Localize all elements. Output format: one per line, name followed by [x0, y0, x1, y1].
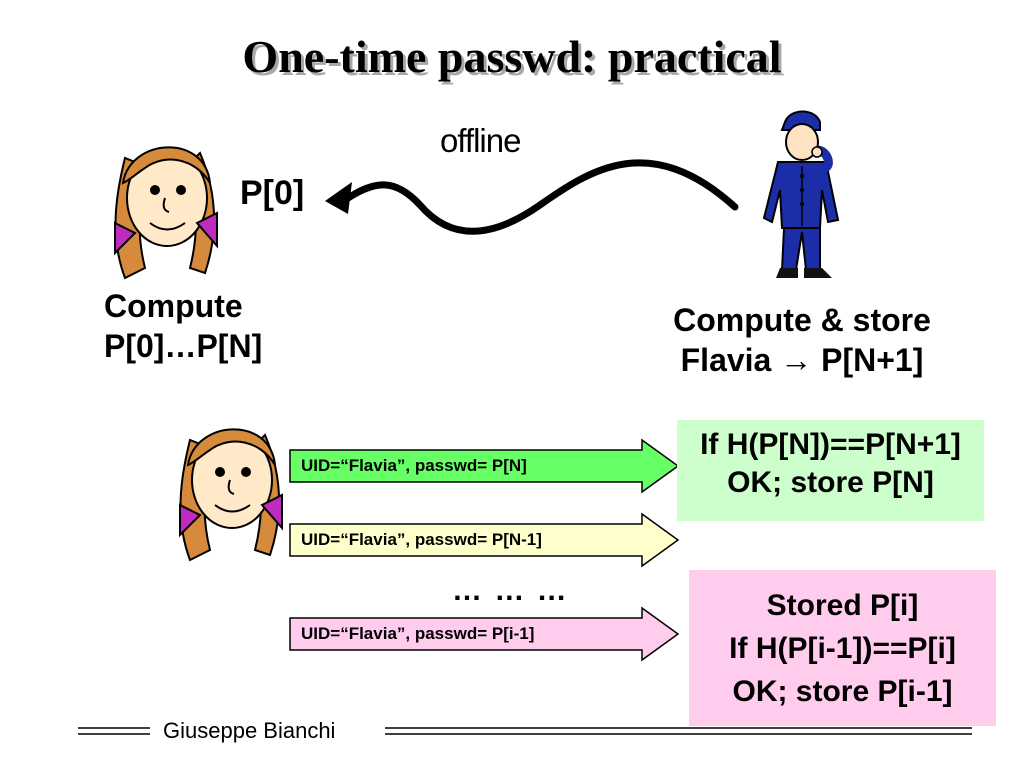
right-value: P[N+1] — [821, 342, 924, 378]
right-compute-line1: Compute & store — [673, 302, 931, 338]
offline-arrow-head — [325, 182, 352, 214]
slide-title: One-time passwd: practical — [242, 31, 782, 82]
offline-wave-arrow — [341, 159, 739, 235]
pink-verification-box: Stored P[i] If H(P[i-1])==P[i] OK; store… — [689, 570, 996, 726]
server-person — [762, 110, 840, 278]
pink-box-line2: If H(P[i-1])==P[i] — [729, 632, 956, 665]
right-name: Flavia — [680, 342, 772, 378]
p0-label: P[0] — [240, 174, 305, 212]
flavia-avatar-top — [114, 146, 218, 280]
message-arrow-2 — [289, 512, 680, 568]
message-arrow-3 — [289, 606, 680, 662]
right-arrow-icon: → — [780, 342, 813, 378]
right-compute-line2: Flavia → P[N+1] — [652, 340, 952, 380]
offline-label: offline — [440, 122, 521, 159]
footer-author: Giuseppe Bianchi — [163, 718, 336, 743]
green-box-line2: OK; store P[N] — [727, 466, 934, 499]
left-compute-text: Compute P[0]…P[N] — [104, 286, 262, 366]
message-label-2: UID=“Flavia”, passwd= P[N-1] — [301, 530, 542, 549]
flavia-avatar-bottom — [179, 428, 283, 562]
pink-box-line1: Stored P[i] — [766, 589, 919, 622]
left-compute-line2: P[0]…P[N] — [104, 328, 263, 364]
ellipsis: … … … — [452, 574, 569, 607]
footer-lines — [78, 727, 972, 735]
pink-box-line3: OK; store P[i-1] — [732, 675, 953, 708]
green-box-line1: If H(P[N])==P[N+1] — [700, 428, 961, 461]
message-arrow-1 — [289, 438, 680, 494]
message-label-1: UID=“Flavia”, passwd= P[N] — [301, 456, 527, 475]
message-label-3: UID=“Flavia”, passwd= P[i-1] — [301, 624, 535, 643]
right-compute-text: Compute & store Flavia → P[N+1] — [652, 300, 952, 380]
green-verification-box: If H(P[N])==P[N+1] OK; store P[N] — [677, 420, 984, 521]
left-compute-line1: Compute — [104, 288, 243, 324]
